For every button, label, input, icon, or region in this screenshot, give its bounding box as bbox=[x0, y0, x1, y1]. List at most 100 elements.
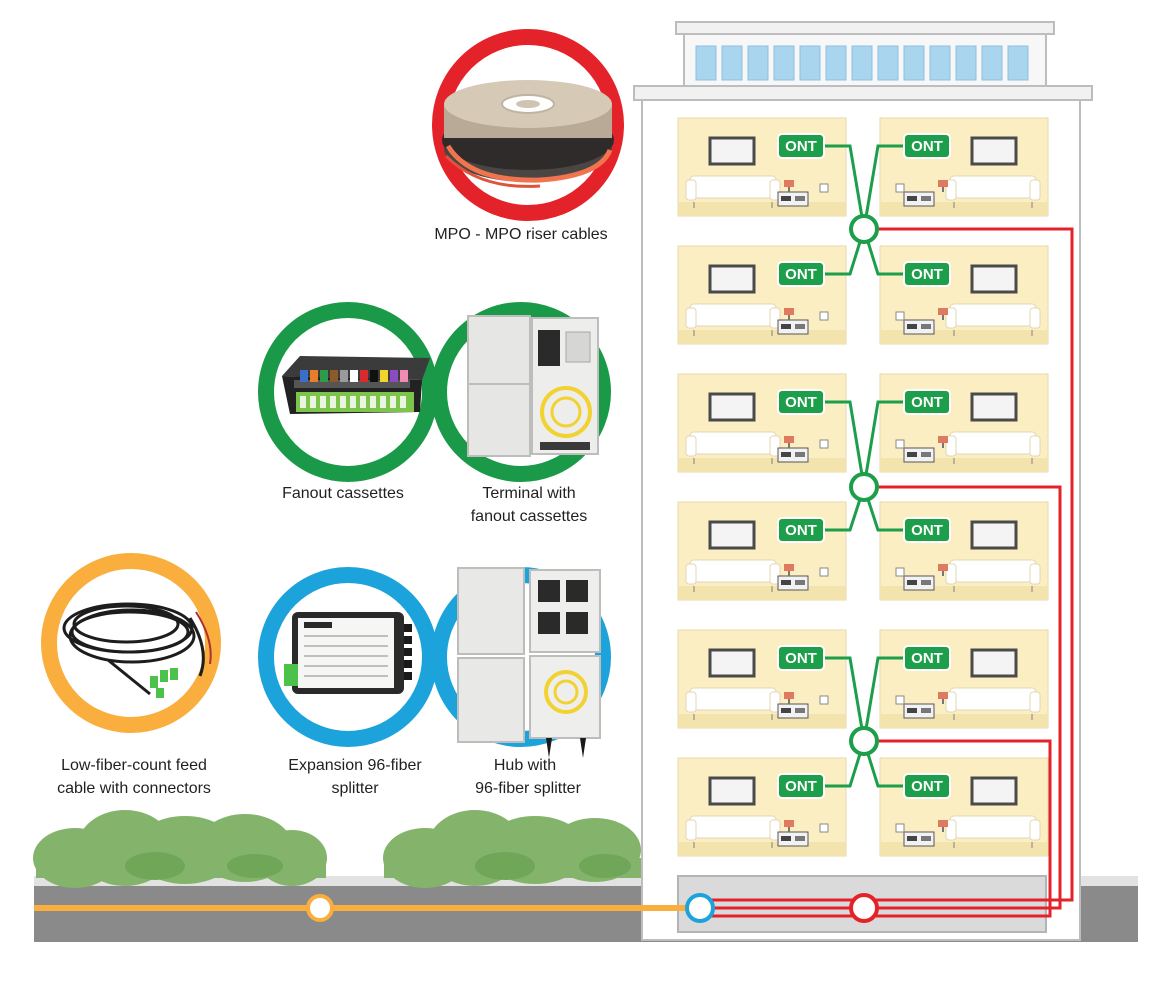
ont-badge: ONT bbox=[777, 389, 825, 415]
roof-windows bbox=[695, 45, 1029, 81]
sofa-icon bbox=[945, 815, 1041, 848]
ont-badge: ONT bbox=[777, 645, 825, 671]
ont-badge: ONT bbox=[903, 773, 951, 799]
floor-hub-node bbox=[849, 472, 879, 502]
bush-left bbox=[33, 810, 327, 888]
tv-stand-icon bbox=[903, 831, 935, 847]
picture-frame-icon bbox=[819, 183, 829, 193]
feed-cable-icon bbox=[62, 602, 212, 696]
ont-branch-line bbox=[862, 228, 904, 276]
ont-branch-line bbox=[824, 228, 866, 276]
label-expansion-line2: splitter bbox=[331, 780, 379, 797]
lamp-icon bbox=[784, 692, 794, 704]
tv-stand-icon bbox=[903, 703, 935, 719]
ont-label: ONT bbox=[911, 650, 943, 667]
expansion-splitter-node bbox=[685, 893, 715, 923]
tv-icon bbox=[970, 776, 1018, 806]
tv-icon bbox=[970, 520, 1018, 550]
ont-branch-line bbox=[862, 656, 904, 742]
ont-badge: ONT bbox=[903, 645, 951, 671]
apartment-unit bbox=[879, 117, 1049, 217]
ont-badge: ONT bbox=[903, 517, 951, 543]
sofa-icon bbox=[685, 815, 781, 848]
ont-branch-line bbox=[862, 400, 904, 488]
ont-badge: ONT bbox=[777, 261, 825, 287]
ont-label: ONT bbox=[911, 778, 943, 795]
ont-label: ONT bbox=[785, 650, 817, 667]
apartment-unit bbox=[677, 373, 847, 473]
tv-icon bbox=[970, 136, 1018, 166]
tv-icon bbox=[708, 264, 756, 294]
tv-icon bbox=[970, 264, 1018, 294]
ont-label: ONT bbox=[911, 266, 943, 283]
picture-frame-icon bbox=[895, 439, 905, 449]
hub-enclosure-icon bbox=[457, 567, 601, 758]
apartment-unit bbox=[879, 629, 1049, 729]
label-feed-line2: cable with connectors bbox=[57, 780, 211, 797]
riser-line-1 bbox=[700, 227, 1074, 902]
ont-branch-line bbox=[824, 400, 866, 488]
bush-left-dark bbox=[125, 852, 283, 880]
picture-frame-icon bbox=[819, 311, 829, 321]
apartment-unit bbox=[677, 629, 847, 729]
sofa-icon bbox=[945, 303, 1041, 336]
tv-stand-icon bbox=[903, 447, 935, 463]
tv-stand-icon bbox=[777, 831, 809, 847]
tv-icon bbox=[708, 776, 756, 806]
ont-badge: ONT bbox=[777, 133, 825, 159]
product-hub bbox=[431, 567, 611, 758]
ont-branches bbox=[824, 144, 904, 788]
ont-branch-line bbox=[824, 144, 866, 230]
tv-icon bbox=[708, 648, 756, 678]
terminal-enclosure-icon bbox=[467, 315, 599, 457]
riser-line-2 bbox=[700, 485, 1062, 910]
ont-label: ONT bbox=[911, 394, 943, 411]
ont-branch-line bbox=[824, 486, 866, 532]
ont-badge: ONT bbox=[777, 773, 825, 799]
ont-branch-line bbox=[824, 656, 866, 742]
label-mpo-riser: MPO - MPO riser cables bbox=[434, 226, 607, 243]
apartment-unit bbox=[879, 501, 1049, 601]
ont-branch-line bbox=[824, 740, 866, 788]
lamp-icon bbox=[938, 564, 948, 576]
apartment-unit bbox=[677, 501, 847, 601]
picture-frame-icon bbox=[819, 695, 829, 705]
lamp-icon bbox=[784, 820, 794, 832]
fanout-cassette-icon bbox=[282, 356, 430, 414]
label-feed-line1: Low-fiber-count feed bbox=[61, 757, 207, 774]
picture-frame-icon bbox=[895, 823, 905, 833]
lamp-icon bbox=[938, 820, 948, 832]
tv-stand-icon bbox=[903, 191, 935, 207]
tv-icon bbox=[708, 520, 756, 550]
tv-stand-icon bbox=[903, 319, 935, 335]
bush-right-dark bbox=[475, 852, 631, 880]
ont-label: ONT bbox=[785, 138, 817, 155]
picture-frame-icon bbox=[819, 823, 829, 833]
tv-icon bbox=[708, 136, 756, 166]
ont-branch-line bbox=[862, 486, 904, 532]
ont-branch-line bbox=[862, 740, 904, 788]
lamp-icon bbox=[938, 180, 948, 192]
sofa-icon bbox=[685, 431, 781, 464]
feed-connector-node bbox=[306, 894, 334, 922]
product-feed-cable bbox=[41, 553, 221, 733]
label-terminal-line2: fanout cassettes bbox=[471, 508, 588, 525]
apartment-unit bbox=[677, 245, 847, 345]
apartments bbox=[677, 117, 1049, 857]
floor-hub-node bbox=[849, 214, 879, 244]
tv-stand-icon bbox=[777, 191, 809, 207]
ont-label: ONT bbox=[911, 138, 943, 155]
label-hub-line2: 96-fiber splitter bbox=[475, 780, 581, 797]
lamp-icon bbox=[784, 436, 794, 448]
tv-stand-icon bbox=[777, 703, 809, 719]
mpo-distribution-node bbox=[849, 893, 879, 923]
ont-label: ONT bbox=[785, 266, 817, 283]
tv-stand-icon bbox=[903, 575, 935, 591]
sofa-icon bbox=[945, 559, 1041, 592]
picture-frame-icon bbox=[819, 439, 829, 449]
lamp-icon bbox=[938, 308, 948, 320]
lamp-icon bbox=[784, 180, 794, 192]
ont-label: ONT bbox=[911, 522, 943, 539]
tv-stand-icon bbox=[777, 575, 809, 591]
